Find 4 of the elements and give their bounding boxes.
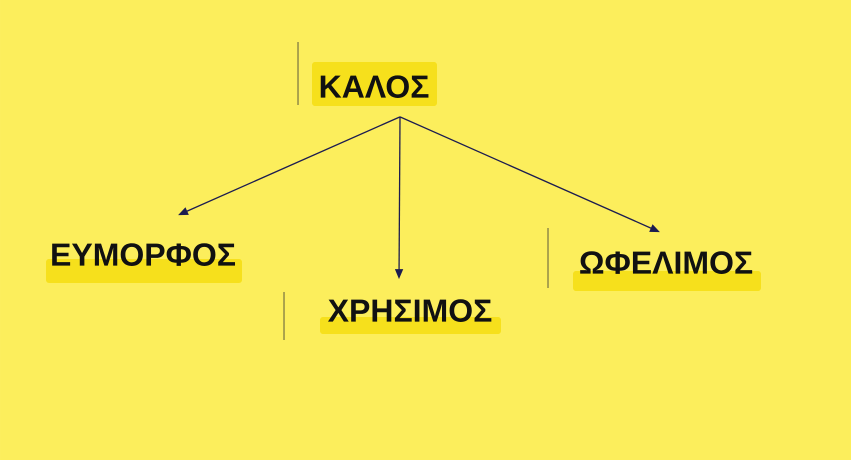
highlighted-word: ΚΑΛΟΣ (312, 62, 437, 106)
highlighted-word: ΕΥΜΟΡΦΟΣ (46, 243, 242, 283)
highlighted-word: ΩΦΕΛΙΜΟΣ (573, 251, 761, 291)
highlighted-word: ΧΡΗΣΙΜΟΣ (320, 299, 501, 334)
